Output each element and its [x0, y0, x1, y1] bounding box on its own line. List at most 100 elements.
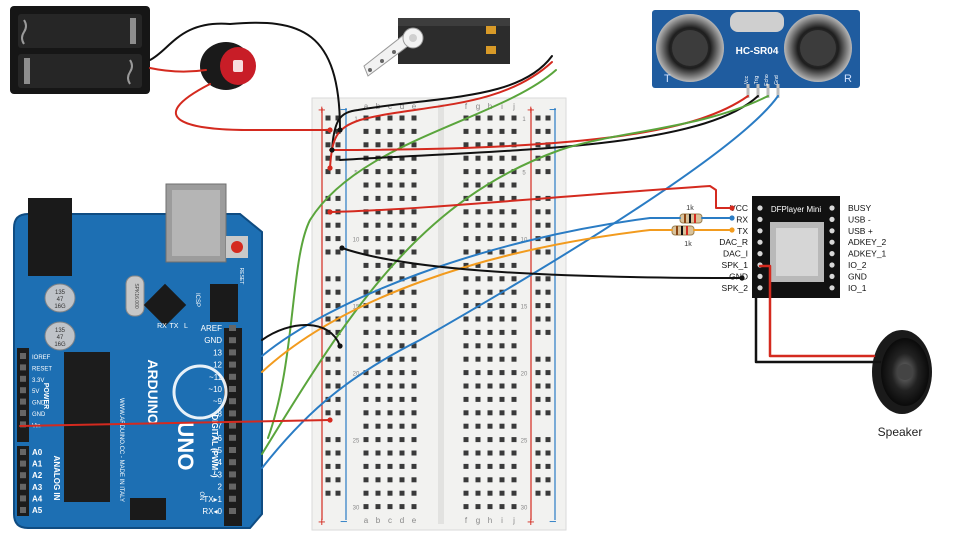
digital-pin-socket[interactable] — [229, 398, 236, 405]
rail-hole — [325, 437, 331, 443]
breadboard-hole — [387, 396, 393, 402]
power-pin-socket[interactable] — [20, 410, 26, 416]
rail-hole — [325, 276, 331, 282]
power-pin-socket[interactable] — [20, 387, 26, 394]
digital-pin-socket[interactable] — [229, 361, 236, 368]
breadboard-hole — [499, 249, 505, 255]
breadboard-hole — [399, 396, 405, 402]
analog-pin-socket[interactable] — [20, 449, 26, 455]
breadboard-hole — [363, 169, 369, 175]
hcsr04-pin — [756, 84, 760, 98]
digital-pin-socket[interactable] — [229, 483, 236, 490]
power-pin-socket[interactable] — [20, 375, 26, 382]
breadboard-hole — [363, 249, 369, 255]
breadboard-hole — [411, 236, 417, 242]
analog-pin-socket[interactable] — [20, 495, 26, 502]
digital-pin-socket[interactable] — [229, 434, 236, 441]
power-pin-socket[interactable] — [20, 421, 26, 428]
breadboard-hole — [411, 356, 417, 362]
power-pin-socket[interactable] — [20, 398, 26, 405]
digital-pin-socket[interactable] — [229, 447, 236, 453]
analog-pin-socket[interactable] — [20, 460, 26, 467]
breadboard-hole — [487, 410, 493, 416]
dfplayer-left-pin-label: GND — [729, 271, 748, 281]
analog-pin-socket[interactable] — [20, 507, 26, 513]
rail-hole — [545, 303, 551, 309]
dfplayer-left-pin — [757, 273, 763, 279]
dfplayer-right-pin — [829, 216, 835, 222]
digital-pin-socket[interactable] — [229, 373, 236, 380]
breadboard-hole — [475, 142, 481, 148]
breadboard-hole — [511, 128, 517, 134]
rail-hole — [325, 450, 331, 456]
breadboard-hole — [499, 477, 505, 483]
breadboard-hole — [511, 383, 517, 389]
breadboard-hole — [399, 383, 405, 389]
bb-col-letter: e — [412, 102, 417, 111]
breadboard-hole — [499, 142, 505, 148]
wire-df-tx — [261, 229, 733, 373]
rail-hole — [335, 142, 341, 148]
breadboard-hole — [475, 410, 481, 416]
breadboard-hole — [475, 115, 481, 121]
breadboard-hole — [363, 343, 369, 349]
power-pin-socket[interactable] — [20, 353, 26, 359]
digital-pin-socket[interactable] — [229, 337, 236, 344]
bb-row-number: 1 — [522, 117, 526, 123]
bb-col-letter: i — [501, 102, 503, 111]
rail-hole — [535, 463, 541, 469]
breadboard-hole — [387, 142, 393, 148]
breadboard-hole — [363, 329, 369, 335]
digital-pin-socket[interactable] — [229, 459, 236, 466]
breadboard-hole — [387, 423, 393, 429]
rail-hole — [545, 289, 551, 295]
breadboard-hole — [487, 504, 493, 510]
breadboard-hole — [463, 142, 469, 148]
digital-pin-socket[interactable] — [229, 471, 236, 478]
breadboard-hole — [499, 276, 505, 282]
analog-pin-socket[interactable] — [20, 472, 26, 479]
dfplayer-right-pin — [829, 251, 835, 257]
rail-hole — [545, 249, 551, 255]
breadboard-hole — [463, 276, 469, 282]
breadboard-hole — [487, 383, 493, 389]
svg-text:47: 47 — [57, 335, 64, 341]
digital-pin-label: ~6 — [213, 434, 223, 443]
breadboard-hole — [411, 262, 417, 268]
digital-pin-socket[interactable] — [229, 325, 236, 331]
breadboard-hole — [499, 303, 505, 309]
power-switch-icon[interactable] — [200, 42, 256, 90]
digital-pin-socket[interactable] — [229, 508, 236, 514]
rail-hole — [545, 128, 551, 134]
wire-df-gnd — [341, 247, 743, 279]
digital-pin-socket[interactable] — [229, 422, 236, 429]
digital-pin-socket[interactable] — [229, 386, 236, 392]
breadboard-hole — [411, 396, 417, 402]
breadboard-hole — [475, 343, 481, 349]
digital-pin-label: 12 — [213, 361, 222, 370]
analog-pin-socket[interactable] — [20, 483, 26, 490]
power-pin-socket[interactable] — [20, 364, 26, 371]
reset-label: RESET — [238, 268, 244, 285]
dfplayer-right-pin — [829, 262, 835, 268]
breadboard-hole — [463, 249, 469, 255]
bb-row-number: 15 — [521, 305, 528, 311]
digital-pin-label: 8 — [218, 409, 223, 418]
digital-pin-socket[interactable] — [229, 410, 236, 417]
digital-pin-socket[interactable] — [229, 349, 236, 356]
breadboard-hole — [363, 356, 369, 362]
breadboard-hole — [387, 450, 393, 456]
digital-label: DIGITAL (PWM~) — [210, 414, 219, 477]
dfplayer-right-pin — [829, 205, 835, 211]
breadboard-hole — [399, 249, 405, 255]
digital-pin-socket[interactable] — [229, 495, 236, 502]
breadboard-hole — [363, 383, 369, 389]
breadboard-hole — [475, 155, 481, 161]
breadboard-hole — [387, 303, 393, 309]
tx-led-label: TX — [170, 323, 179, 330]
wire-endpoint — [337, 127, 343, 133]
breadboard-hole — [511, 423, 517, 429]
hcsr04-pin — [766, 84, 770, 98]
rail-hole — [335, 236, 341, 242]
breadboard-hole — [487, 155, 493, 161]
